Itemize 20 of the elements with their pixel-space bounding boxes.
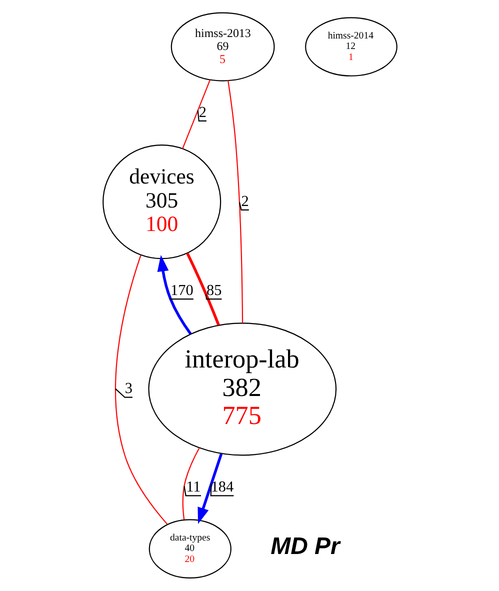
edge-label: 184	[210, 478, 234, 496]
connector	[182, 80, 210, 149]
edge-label: 2	[240, 192, 248, 210]
edge-label: 170	[170, 282, 193, 299]
arrow	[197, 453, 234, 524]
label: MD Pr	[270, 532, 340, 560]
node-ellipse: himss-2014 12 1	[304, 17, 397, 76]
arrow	[156, 255, 193, 335]
edge-label: 85	[206, 282, 222, 299]
node-ellipse: data-types 40 20	[148, 519, 231, 578]
connector	[114, 255, 168, 525]
edge-label: 3	[124, 380, 132, 398]
connector	[182, 448, 200, 520]
node-ellipse: himss-2013 69 5	[170, 12, 274, 82]
edge-label: 2	[198, 104, 206, 121]
connector	[227, 80, 243, 323]
node-circle: devices 305 100	[102, 144, 221, 260]
edge-label: 11	[186, 478, 200, 496]
connector	[186, 252, 222, 326]
node-ellipse: interop-lab 382 775	[148, 322, 336, 456]
